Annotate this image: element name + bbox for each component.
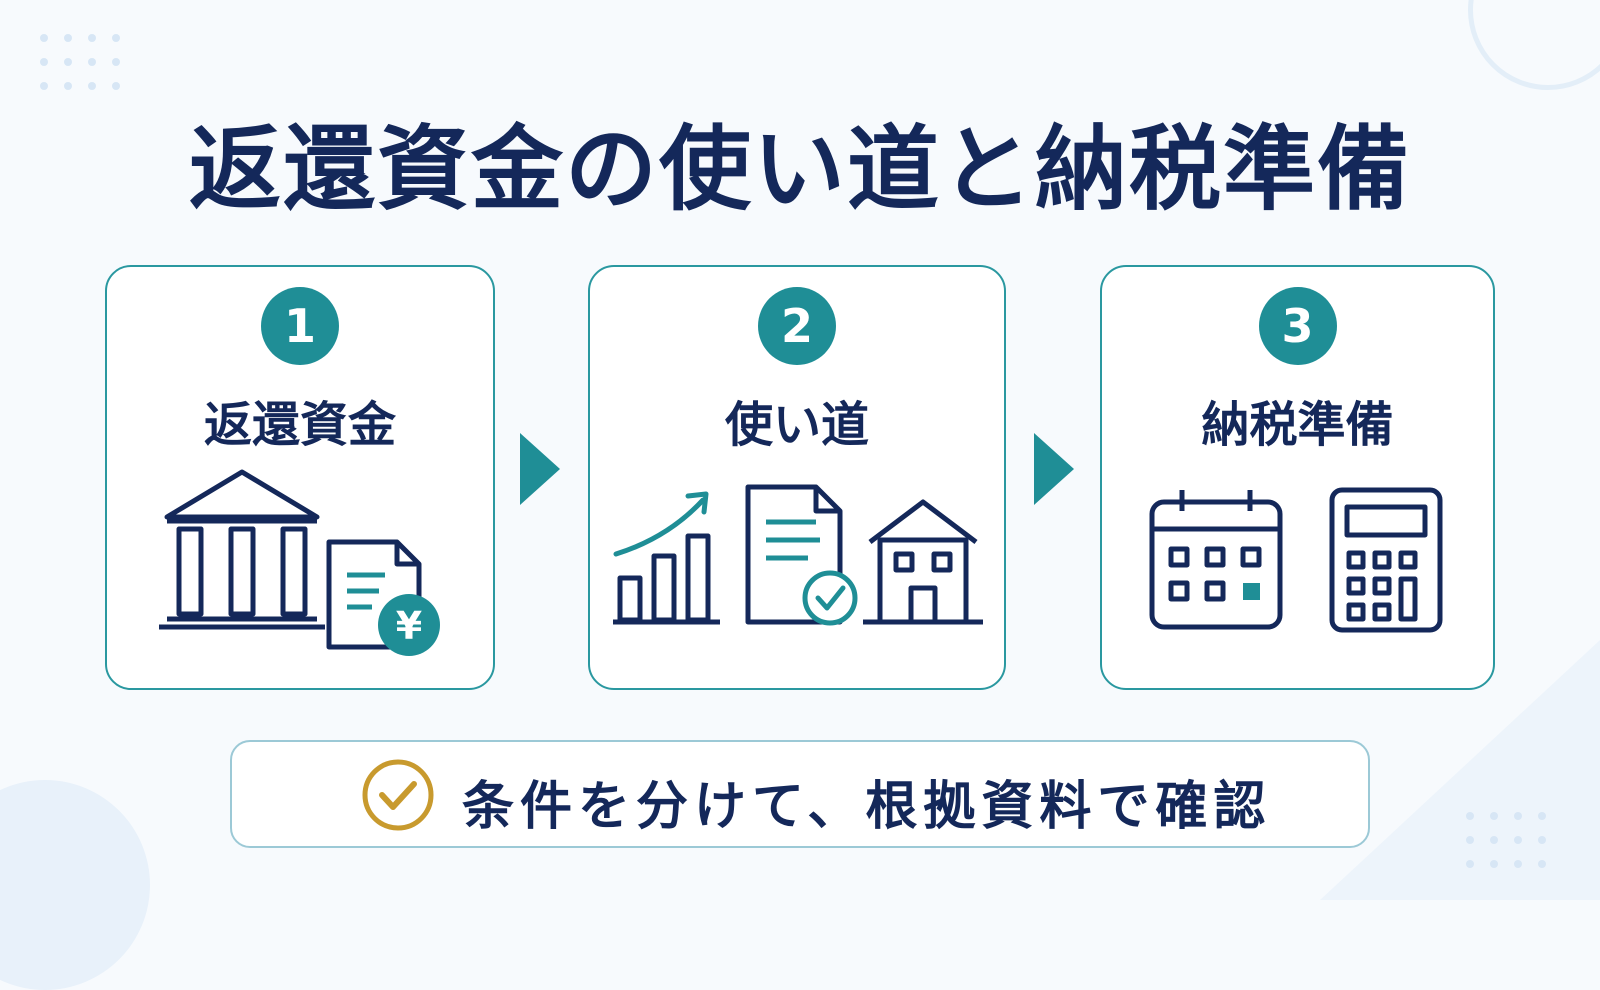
yen-symbol: ¥ <box>396 604 422 648</box>
growth-document-house-icon <box>613 484 983 626</box>
decorative-ring-top-right <box>1468 0 1600 90</box>
step-label: 返還資金 <box>203 397 396 453</box>
step-number-badge: 1 <box>261 287 339 365</box>
step-number-badge: 2 <box>758 287 836 365</box>
bank-document-yen-icon: ¥ <box>159 469 440 656</box>
step-card-3: 3 納税準備 <box>1100 265 1495 690</box>
decorative-dots-top-left <box>40 34 120 90</box>
decorative-circle-bottom-left <box>0 780 150 990</box>
arrow-right-icon <box>1034 433 1074 505</box>
calendar-calculator-icon <box>1149 487 1443 633</box>
page-title: 返還資金の使い道と納税準備 <box>188 116 1411 223</box>
step-number-badge: 3 <box>1258 287 1337 365</box>
confirmation-note: 条件を分けて、根拠資料で確認 <box>230 740 1370 848</box>
step-card-2: 2 使い道 <box>588 265 1006 690</box>
arrow-right-icon <box>520 433 560 505</box>
note-text: 条件を分けて、根拠資料で確認 <box>462 777 1272 837</box>
step-label: 納税準備 <box>1201 397 1394 453</box>
step-label: 使い道 <box>724 397 869 453</box>
decorative-dots-bottom-right <box>1466 812 1546 868</box>
step-card-1: 1 返還資金 ¥ <box>105 265 495 690</box>
check-circle-icon <box>362 759 434 831</box>
